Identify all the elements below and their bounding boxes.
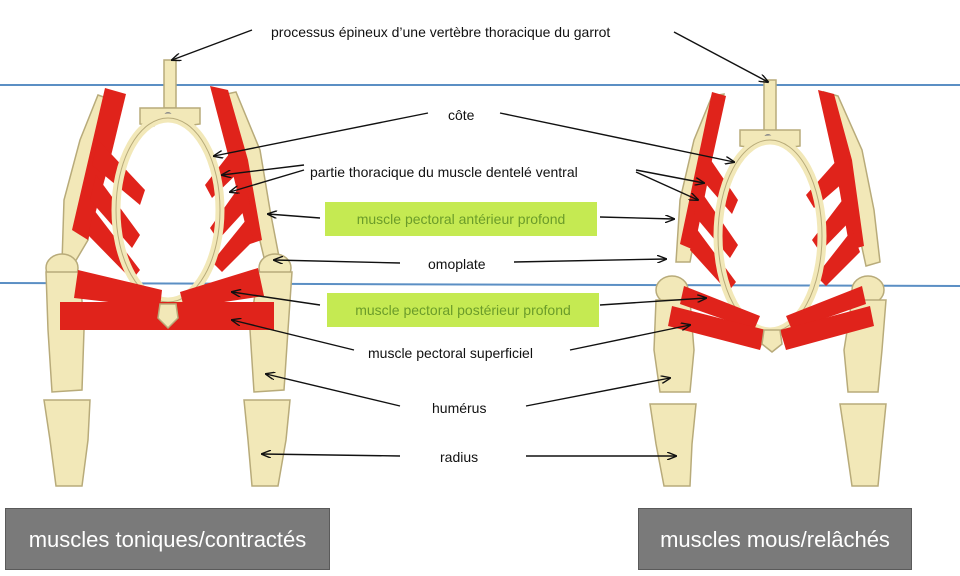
humerus-label: humérus (432, 400, 487, 416)
left-figure (43, 59, 293, 487)
rib-label: côte (448, 107, 475, 123)
right-rib-cage (713, 135, 827, 337)
deep-posterior-pectoral-highlight: muscle pectoral postérieur profond (327, 293, 599, 327)
right-superficial-pectoral (668, 306, 766, 350)
lower-reference-line (0, 282, 960, 287)
relaxed-caption: muscles mous/relâchés (638, 508, 912, 570)
contracted-caption: muscles toniques/contractés (5, 508, 330, 570)
contracted-caption-text: muscles toniques/contractés (28, 527, 307, 552)
spinous-process-label: processus épineux d’une vertèbre thoraci… (271, 24, 611, 40)
deep-posterior-pectoral-label: muscle pectoral postérieur profond (355, 302, 571, 318)
deep-anterior-pectoral-highlight: muscle pectoral antérieur profond (325, 202, 597, 236)
serratus-label: partie thoracique du muscle dentelé vent… (310, 164, 578, 180)
deep-anterior-pectoral-label: muscle pectoral antérieur profond (356, 211, 566, 227)
pointer-arrows (172, 29, 768, 456)
relaxed-caption-text: muscles mous/relâchés (660, 527, 890, 552)
superficial-pectoral-label: muscle pectoral superficiel (368, 345, 533, 361)
radius-label: radius (440, 449, 479, 465)
left-rib-cage (111, 113, 225, 307)
left-radius-left (43, 399, 91, 487)
left-radius-right (243, 399, 291, 487)
scapula-label: omoplate (428, 256, 486, 272)
right-figure (649, 79, 887, 487)
